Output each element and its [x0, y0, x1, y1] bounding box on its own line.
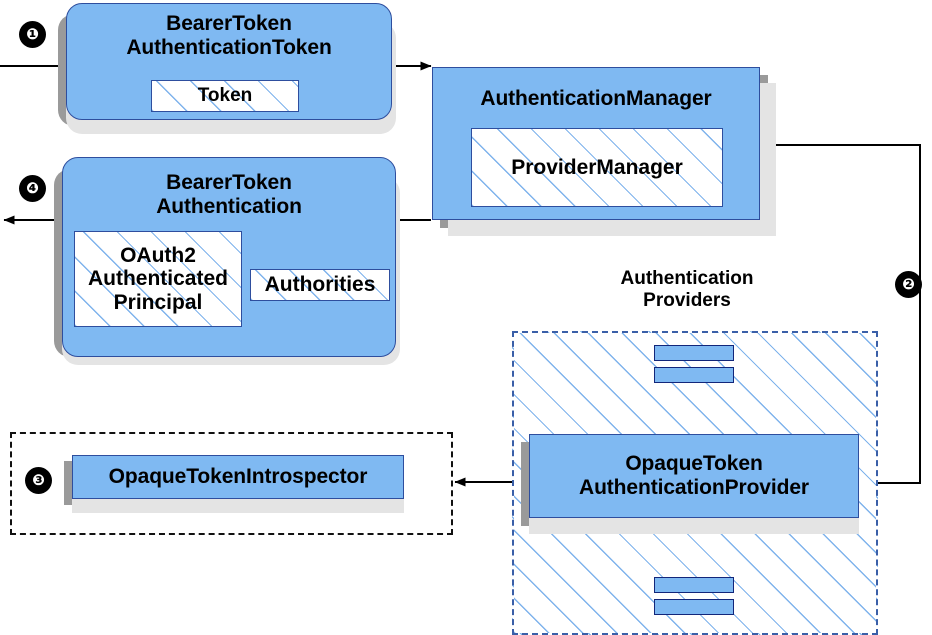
bta-title-line1: BearerToken: [166, 171, 292, 194]
step-marker-1: ❶: [20, 22, 45, 47]
inner-provider-manager-label: ProviderManager: [511, 155, 683, 179]
inner-authorities-label: Authorities: [264, 273, 376, 297]
authentication-providers-label: Authentication Providers: [552, 268, 822, 313]
otap-title-line2: AuthenticationProvider: [579, 476, 809, 499]
opaque-token-introspector-container: [10, 432, 453, 535]
node-opaque-token-introspector[interactable]: OpaqueTokenIntrospector: [72, 455, 404, 499]
plugin-bar-bottom-1: [654, 577, 734, 593]
node-bearer-token-authentication-token[interactable]: BearerToken AuthenticationToken Token: [66, 3, 392, 120]
arrow-manager-to-provider: [760, 144, 921, 488]
opaque-token-introspector-title: OpaqueTokenIntrospector: [108, 465, 368, 489]
inner-token[interactable]: Token: [151, 80, 299, 112]
bearer-token-authentication-token-title: BearerToken AuthenticationToken: [126, 12, 331, 59]
plugin-bar-top-2: [654, 367, 734, 383]
providers-label-line2: Providers: [643, 290, 731, 312]
principal-line1: OAuth2: [120, 244, 196, 268]
inner-token-label: Token: [197, 84, 253, 106]
providers-label-line1: Authentication: [620, 268, 754, 289]
inner-oauth2-authenticated-principal[interactable]: OAuth2 Authenticated Principal: [74, 231, 242, 327]
bta-title-line2: Authentication: [156, 194, 302, 218]
node-bearer-token-authentication[interactable]: BearerToken Authentication OAuth2 Authen…: [62, 157, 396, 357]
node-opaque-token-authentication-provider[interactable]: OpaqueToken AuthenticationProvider: [529, 434, 859, 518]
step-marker-4: ❹: [20, 176, 45, 201]
btat-title-line1: BearerToken: [166, 12, 292, 35]
authentication-manager-title: AuthenticationManager: [480, 87, 712, 110]
otap-title-line1: OpaqueToken: [625, 452, 763, 476]
opaque-token-authentication-provider-title: OpaqueToken AuthenticationProvider: [579, 452, 809, 499]
bearer-token-authentication-title: BearerToken Authentication: [156, 171, 302, 218]
btat-title-line2: AuthenticationToken: [126, 35, 332, 59]
principal-line2: Authenticated: [87, 267, 228, 291]
plugin-bar-bottom-2: [654, 599, 734, 615]
inner-authorities[interactable]: Authorities: [250, 269, 390, 301]
inner-provider-manager[interactable]: ProviderManager: [471, 128, 723, 207]
plugin-bar-top-1: [654, 345, 734, 361]
step-marker-2: ❷: [896, 272, 921, 297]
principal-line3: Principal: [113, 290, 203, 314]
node-authentication-manager[interactable]: AuthenticationManager ProviderManager: [432, 67, 760, 220]
step-marker-3: ❸: [26, 468, 51, 493]
